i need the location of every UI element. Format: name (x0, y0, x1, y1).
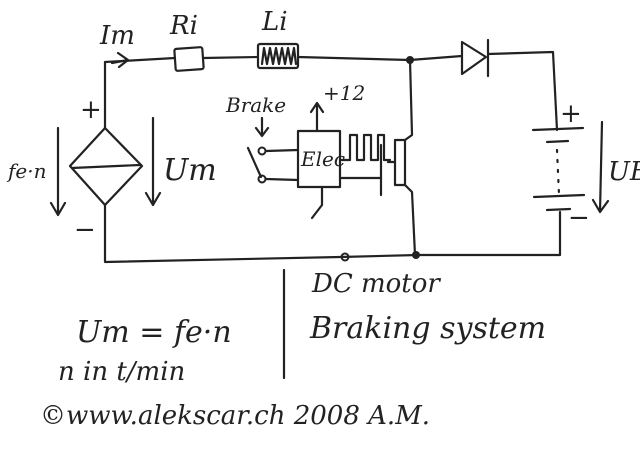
source-plus-label: + (80, 95, 102, 125)
battery-bottom-short-icon (545, 207, 572, 212)
brake-arrow-icon (254, 116, 270, 138)
source-diamond-icon (68, 126, 144, 207)
node-bottom-right (412, 251, 420, 259)
junction-nodes (340, 56, 420, 262)
brake-label: Brake (225, 93, 286, 117)
formula-text: Um = fe·n (76, 315, 232, 350)
current-label: Im (99, 21, 135, 51)
battery: + − UB (531, 99, 640, 233)
source-internal-line-icon (70, 163, 142, 170)
title-line2: Braking system (309, 311, 546, 346)
ground-line-icon (310, 185, 324, 220)
electronics-label: Elec (300, 147, 345, 171)
inductor-li: Li (256, 7, 300, 70)
supply-label: +12 (323, 81, 365, 105)
inductor-label: Li (261, 7, 288, 37)
battery-top-plate-icon (531, 126, 585, 132)
wire-diode-battery (486, 50, 559, 132)
battery-bottom-plate-icon (532, 193, 586, 199)
switch-lever-icon (246, 146, 263, 179)
title-line1: DC motor (311, 269, 441, 299)
wire-battery-bottom (416, 210, 562, 257)
formula-note: n in t/min (58, 357, 185, 387)
switch-top-contact-icon (257, 146, 267, 156)
source-value-label: fe·n (6, 159, 46, 183)
battery-dots-icon (555, 148, 561, 197)
current-label-group: Im (99, 21, 135, 69)
resistor-ri: Ri (169, 11, 205, 72)
wire-ri-li (201, 55, 260, 60)
copyright-text: ©www.alekscar.ch 2008 A.M. (40, 401, 430, 431)
bottom-wire (103, 203, 420, 264)
diode-triangle-icon (460, 40, 488, 76)
transistor-channel-icon (393, 138, 407, 187)
wire-transistor-bottom (403, 183, 417, 257)
battery-plus-label: + (560, 99, 582, 129)
node-bottom-mid (340, 252, 350, 262)
wire-node-transistor (403, 58, 414, 142)
battery-minus-label: − (568, 203, 590, 233)
motor-voltage-label: Um (163, 153, 217, 188)
wire-li-node (296, 55, 412, 62)
diode (460, 38, 490, 78)
resistor-label: Ri (169, 11, 198, 41)
source-arrow-icon (49, 126, 67, 217)
current-arrow-icon (110, 51, 130, 69)
battery-voltage-arrow-icon (591, 120, 610, 214)
pwm-signal-icon (338, 133, 392, 162)
supply-arrow-icon (309, 101, 325, 133)
left-wire-top (103, 56, 177, 130)
transistor (379, 138, 407, 197)
wire-node-diode (408, 54, 464, 62)
switch-wire-top (264, 148, 300, 153)
motor-voltage: Um (144, 116, 217, 207)
brake-switch: Brake (225, 93, 300, 184)
inductor-coil-icon (260, 46, 298, 66)
resistor-icon (173, 46, 205, 72)
switch-wire-bottom (264, 177, 300, 182)
battery-top-short-icon (545, 139, 570, 144)
dependent-source: + − fe·n (6, 95, 144, 245)
electronics: Elec +12 (296, 81, 392, 220)
inductor-icon (256, 42, 300, 70)
battery-voltage-label: UB (608, 157, 640, 187)
wires (103, 50, 562, 264)
motor-voltage-arrow-icon (144, 116, 162, 207)
node-top-right (406, 56, 414, 64)
source-minus-label: − (74, 215, 96, 245)
